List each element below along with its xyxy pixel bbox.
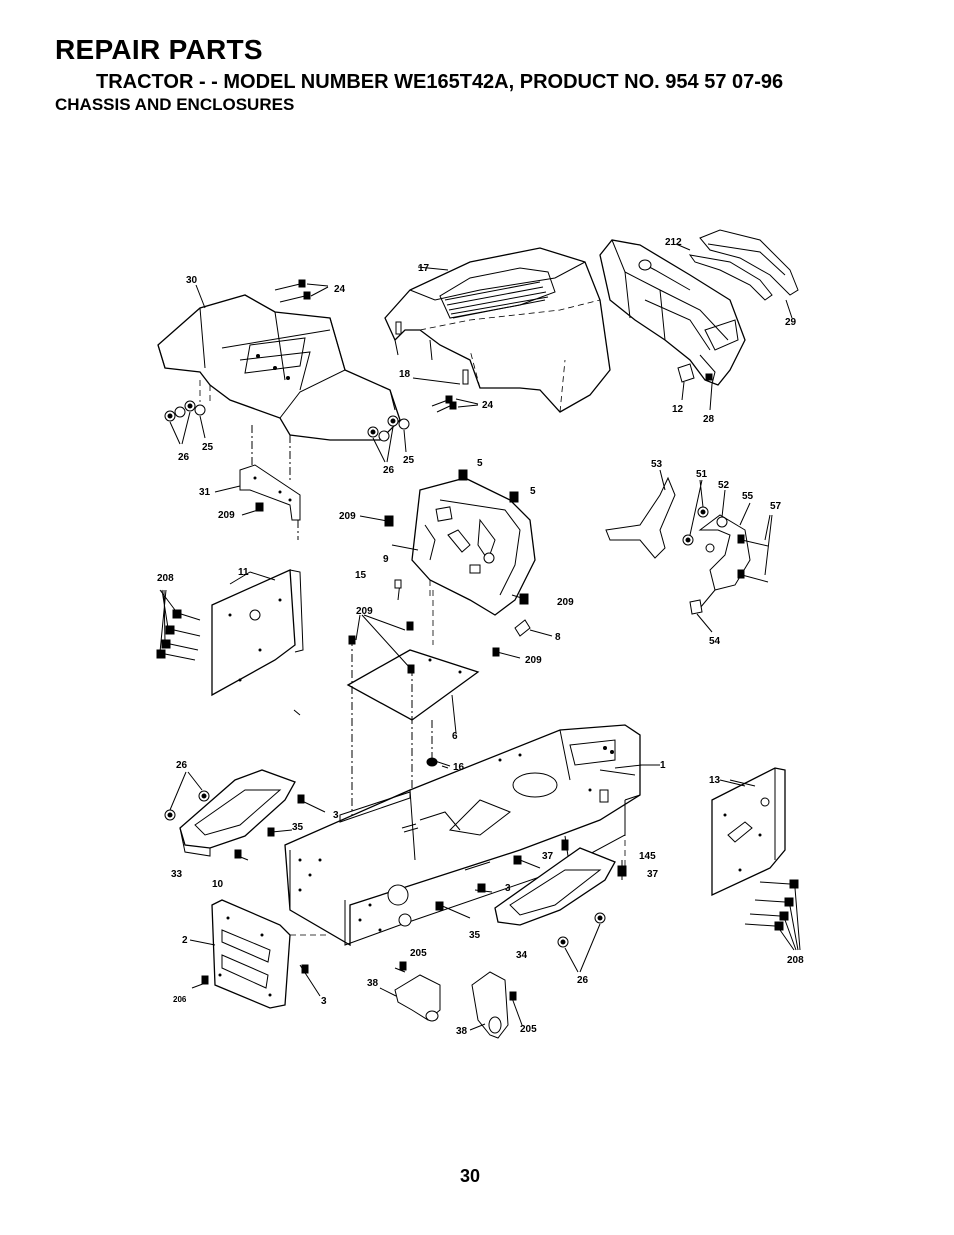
callout-209-d: 209 [356, 606, 373, 617]
callout-35-b: 35 [469, 930, 481, 941]
callout-3-a: 3 [333, 810, 339, 821]
callout-24-fender: 24 [334, 284, 346, 295]
callout-30: 30 [186, 275, 198, 286]
bracket-38-right [469, 971, 523, 1039]
bolt-209-dash [359, 515, 529, 605]
section-title: CHASSIS AND ENCLOSURES [55, 95, 295, 114]
callout-209-a: 209 [218, 510, 235, 521]
callout-5-a: 5 [477, 458, 483, 469]
callout-29: 29 [785, 317, 797, 328]
callout-208-left: 208 [157, 573, 174, 584]
nuts-washers-left [164, 380, 211, 445]
footrest-34 [435, 835, 627, 973]
callout-209-b: 209 [339, 511, 356, 522]
grille-part [599, 239, 746, 386]
callout-9: 9 [383, 554, 389, 565]
callout-145: 145 [639, 851, 656, 862]
callout-5-b: 5 [530, 486, 536, 497]
callout-31: 31 [199, 487, 211, 498]
headlight-lens-part [675, 229, 799, 319]
callout-37-b: 37 [647, 869, 659, 880]
callout-52: 52 [718, 480, 730, 491]
callout-212: 212 [665, 237, 682, 248]
callout-53: 53 [651, 459, 663, 470]
callout-26-right-footrest: 26 [577, 975, 589, 986]
callout-8: 8 [555, 632, 561, 643]
callout-24-hood: 24 [482, 400, 494, 411]
bolt-208-right [744, 879, 801, 951]
page-number: 30 [460, 1166, 481, 1186]
callout-11: 11 [238, 567, 249, 578]
callout-35-a: 35 [292, 822, 304, 833]
page-title: REPAIR PARTS [55, 34, 263, 65]
callout-26-left: 26 [178, 452, 190, 463]
callout-209-e: 209 [525, 655, 542, 666]
callout-33: 33 [171, 869, 183, 880]
callout-1: 1 [660, 760, 666, 771]
callout-208-right: 208 [787, 955, 804, 966]
callout-10: 10 [212, 879, 224, 890]
side-panel-11 [211, 569, 304, 697]
bracket-38-left [379, 961, 441, 1022]
callout-3-c: 3 [321, 996, 327, 1007]
front-plate-2 [189, 899, 330, 1009]
fender-part [157, 294, 401, 441]
nut-12-28 [677, 363, 713, 411]
callout-2: 2 [182, 935, 188, 946]
callout-3-b: 3 [505, 883, 511, 894]
callout-15: 15 [355, 570, 367, 581]
callout-18: 18 [399, 369, 411, 380]
callout-13: 13 [709, 775, 721, 786]
callout-38-a: 38 [367, 978, 379, 989]
model-subtitle: TRACTOR - - MODEL NUMBER WE165T42A, PROD… [96, 71, 784, 93]
callout-57: 57 [770, 501, 782, 512]
callout-209-c: 209 [557, 597, 574, 608]
floor-plate-6 [346, 614, 521, 845]
clip-8 [514, 619, 553, 637]
bolt-24-hood [412, 377, 479, 413]
lift-bracket-53 [605, 469, 676, 559]
callout-38-b: 38 [456, 1026, 468, 1037]
callout-37-a: 37 [542, 851, 554, 862]
callout-206: 206 [173, 995, 187, 1004]
hood-part [384, 247, 611, 413]
callout-28: 28 [703, 414, 715, 425]
lift-bracket-52 [682, 479, 773, 633]
callout-205-a: 205 [410, 948, 427, 959]
callout-25-left: 25 [202, 442, 214, 453]
callout-6: 6 [452, 731, 458, 742]
callout-17: 17 [418, 263, 430, 274]
nuts-washers-right [367, 415, 410, 463]
callout-54: 54 [709, 636, 721, 647]
main-frame-1 [284, 724, 660, 947]
side-panel-13 [711, 767, 786, 897]
callout-55: 55 [742, 491, 754, 502]
footrest-33 [164, 769, 326, 861]
dash-panel-part [391, 469, 536, 645]
bolt-24-fender [274, 279, 329, 303]
bolt-208-left [156, 589, 201, 661]
callout-205-b: 205 [520, 1024, 537, 1035]
bracket-31-part [214, 425, 301, 540]
callout-12: 12 [672, 404, 684, 415]
callout-25-right: 25 [403, 455, 415, 466]
callout-34: 34 [516, 950, 528, 961]
callout-26-right: 26 [383, 465, 395, 476]
callout-16: 16 [453, 762, 465, 773]
callout-26-footrest: 26 [176, 760, 188, 771]
callout-51: 51 [696, 469, 708, 480]
